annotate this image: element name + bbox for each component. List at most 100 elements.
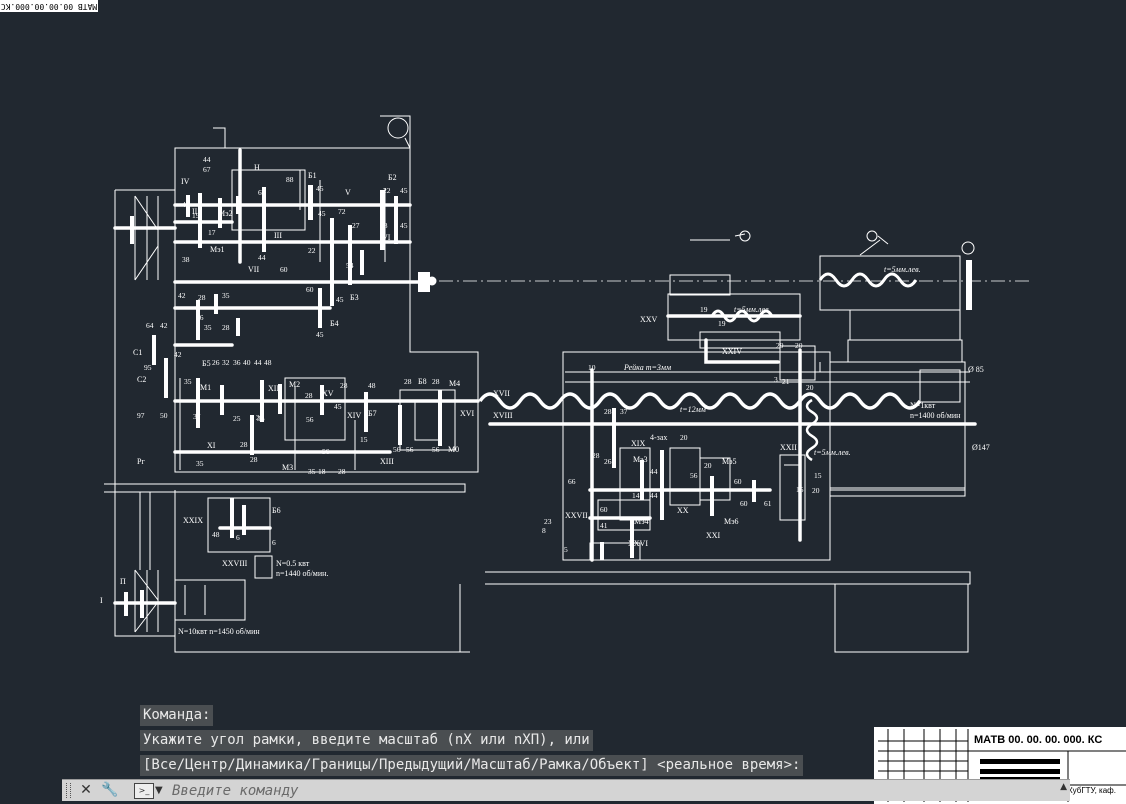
svg-text:45: 45 xyxy=(336,295,344,304)
svg-text:19: 19 xyxy=(700,305,708,314)
svg-text:38: 38 xyxy=(182,255,190,264)
feed-motor-label: N=1квт xyxy=(910,401,936,410)
leadscrew-label: t=12мм xyxy=(680,405,706,414)
svg-text:41: 41 xyxy=(600,521,608,530)
b7-label: Б7 xyxy=(368,409,377,418)
b6-label: Б6 xyxy=(272,506,281,515)
command-history-line-3: [Все/Центр/Динамика/Границы/Предыдущий/М… xyxy=(140,755,804,776)
topslide-screw-label: t=5мм.лев. xyxy=(734,305,771,314)
shaft-label-v: V xyxy=(345,188,351,197)
svg-text:35: 35 xyxy=(196,459,204,468)
svg-text:95: 95 xyxy=(144,363,152,372)
svg-text:56: 56 xyxy=(322,447,330,456)
svg-text:15: 15 xyxy=(814,471,822,480)
motor-main-label: N=10квт n=1450 об/мин xyxy=(178,627,260,636)
svg-text:20: 20 xyxy=(704,461,712,470)
svg-text:35: 35 xyxy=(204,323,212,332)
feed-motor-speed: n=1400 об/мин xyxy=(910,411,961,420)
shaft-label-i: I xyxy=(100,596,103,605)
shaft-label-xviii: XVIII xyxy=(493,411,513,420)
command-history-line-1: Команда: xyxy=(140,705,214,726)
svg-text:26: 26 xyxy=(604,457,612,466)
svg-text:28: 28 xyxy=(340,381,348,390)
motor-aux-label: N=0.5 квт xyxy=(276,559,310,568)
svg-text:20: 20 xyxy=(680,433,688,442)
command-input[interactable] xyxy=(172,781,1052,800)
svg-text:35: 35 xyxy=(308,467,316,476)
svg-text:28: 28 xyxy=(305,391,313,400)
svg-text:36: 36 xyxy=(233,358,241,367)
m4-label: M4 xyxy=(449,379,460,388)
svg-text:20: 20 xyxy=(795,341,803,350)
svg-text:45: 45 xyxy=(316,330,324,339)
shaft-label-xxiv: XXIV xyxy=(722,347,742,356)
shaft-label-xiv: XIV xyxy=(347,411,361,420)
shaft-label-vii: VII xyxy=(248,265,259,274)
svg-text:60: 60 xyxy=(600,505,608,514)
b5-label: Б5 xyxy=(202,359,211,368)
b1-label: Б1 xyxy=(308,171,317,180)
svg-text:22: 22 xyxy=(308,246,316,255)
svg-text:60: 60 xyxy=(280,265,288,274)
motor-aux-speed: n=1440 об/мин. xyxy=(276,569,328,578)
svg-text:27: 27 xyxy=(352,221,360,230)
command-prompt-icon[interactable]: >_ xyxy=(134,783,154,799)
svg-text:44: 44 xyxy=(258,253,266,262)
svg-text:28: 28 xyxy=(432,377,440,386)
pulley-label: П xyxy=(120,577,126,586)
svg-text:20: 20 xyxy=(812,486,820,495)
svg-text:56: 56 xyxy=(432,445,440,454)
close-icon[interactable]: ✕ xyxy=(80,782,92,798)
svg-text:28: 28 xyxy=(250,455,258,464)
svg-text:26: 26 xyxy=(212,358,220,367)
shaft-label-xxii: XXII xyxy=(780,443,797,452)
me6-label: Mэ6 xyxy=(724,517,739,526)
svg-text:56: 56 xyxy=(406,445,414,454)
command-line-bar[interactable]: ✕ 🔧 >_ ▼ ▲ xyxy=(62,779,1070,801)
drawing-stamp: МАТВ 00.00.00.000.КС xyxy=(0,0,98,12)
svg-text:88: 88 xyxy=(286,175,294,184)
chevron-down-icon[interactable]: ▼ xyxy=(155,785,163,796)
shaft-label-vi: VI xyxy=(382,233,391,242)
svg-text:66: 66 xyxy=(568,477,576,486)
grip-handle[interactable] xyxy=(66,783,71,798)
svg-text:28: 28 xyxy=(404,377,412,386)
tailstock-screw-label: t=5мм.лев. xyxy=(884,265,921,274)
shaft-label-xx: XX xyxy=(677,506,689,515)
shaft-label-iv: IV xyxy=(181,177,190,186)
svg-text:17: 17 xyxy=(208,228,216,237)
svg-text:18: 18 xyxy=(318,467,326,476)
b2-label: Б2 xyxy=(388,173,397,182)
svg-text:42: 42 xyxy=(174,350,182,359)
svg-text:69: 69 xyxy=(258,188,266,197)
svg-text:45: 45 xyxy=(400,186,408,195)
svg-text:44: 44 xyxy=(254,358,262,367)
svg-text:56: 56 xyxy=(196,313,204,322)
svg-text:44: 44 xyxy=(203,155,211,164)
cross-screw-label: t=5мм.лев. xyxy=(814,448,851,457)
svg-text:54: 54 xyxy=(346,261,354,270)
svg-text:48: 48 xyxy=(212,530,220,539)
svg-text:45: 45 xyxy=(334,402,342,411)
shaft-label-xvi: XVI xyxy=(460,409,475,418)
svg-text:3: 3 xyxy=(774,375,778,384)
m0-label: M0 xyxy=(448,445,459,454)
m2-label: M2 xyxy=(289,380,300,389)
svg-text:56: 56 xyxy=(306,415,314,424)
rack-label: Рейка m=3мм xyxy=(623,363,671,372)
b3-label: Б3 xyxy=(350,293,359,302)
svg-text:60: 60 xyxy=(306,285,314,294)
svg-text:56: 56 xyxy=(393,445,401,454)
svg-text:32: 32 xyxy=(222,358,230,367)
svg-text:20: 20 xyxy=(806,383,814,392)
svg-text:44: 44 xyxy=(650,467,658,476)
svg-text:42: 42 xyxy=(178,291,186,300)
shaft-label-xiii: XIII xyxy=(380,457,394,466)
scroll-up-icon[interactable]: ▲ xyxy=(1060,782,1067,792)
shaft-label-ii: II xyxy=(192,207,198,216)
wrench-icon[interactable]: 🔧 xyxy=(101,782,119,798)
svg-text:6: 6 xyxy=(272,538,276,547)
svg-text:35: 35 xyxy=(222,291,230,300)
svg-text:28: 28 xyxy=(198,293,206,302)
